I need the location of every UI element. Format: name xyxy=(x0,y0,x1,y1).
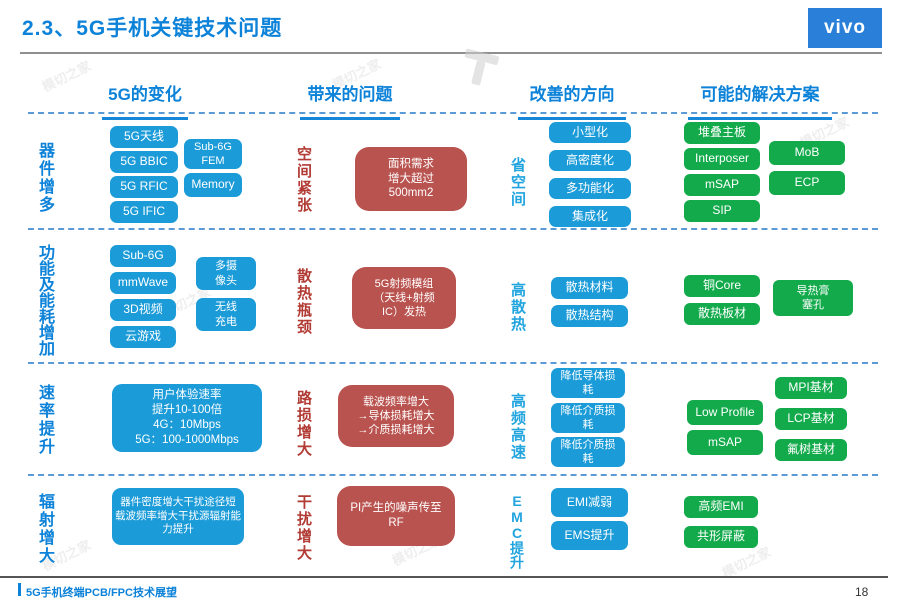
column-header-problems: 带来的问题 xyxy=(307,85,393,104)
change-box: 5G RFIC xyxy=(110,176,178,198)
change-box: mmWave xyxy=(110,272,176,294)
row-label-devices: 器件增多 xyxy=(36,142,53,214)
column-header-solutions: 可能的解决方案 xyxy=(700,85,820,104)
change-box: Sub-6G FEM xyxy=(184,139,242,169)
page-title: 2.3、5G手机关键技术问题 xyxy=(22,17,283,40)
direction-box: EMS提升 xyxy=(551,521,628,550)
solution-box: ECP xyxy=(769,171,845,195)
direction-label: EMC提升 xyxy=(509,493,525,569)
row-label-speed: 速率提升 xyxy=(36,384,53,456)
solution-box: Interposer xyxy=(684,148,760,170)
problem-label: 散热瓶颈 xyxy=(295,268,312,336)
direction-box: 降低介质损 耗 xyxy=(551,403,625,433)
change-box: 5G IFIC xyxy=(110,201,178,223)
row-separator xyxy=(28,362,878,364)
problem-label: 空间紧张 xyxy=(295,146,312,214)
change-box: 3D视频 xyxy=(110,299,176,321)
direction-box: 多功能化 xyxy=(549,178,631,199)
change-box: Memory xyxy=(184,173,242,197)
header-underline xyxy=(688,117,832,120)
change-box: 用户体验速率 提升10-100倍 4G：10Mbps 5G：100-1000Mb… xyxy=(112,384,262,452)
change-box: 无线 充电 xyxy=(196,298,256,331)
solution-box: 铜Core xyxy=(684,275,760,297)
title-divider xyxy=(20,52,882,54)
header-underline xyxy=(518,117,626,120)
solution-box: 散热板材 xyxy=(684,303,760,325)
solution-box: 高频EMI xyxy=(684,496,758,518)
direction-box: EMI减弱 xyxy=(551,488,628,517)
solution-box: Low Profile xyxy=(687,400,763,425)
header-underline xyxy=(102,117,188,120)
direction-label: 省空间 xyxy=(509,156,526,208)
row-label-functions: 功能及能耗增加 xyxy=(36,244,53,356)
row-separator xyxy=(28,228,878,230)
direction-box: 散热结构 xyxy=(551,305,628,327)
solution-box: 堆叠主板 xyxy=(684,122,760,144)
column-header-changes: 5G的变化 xyxy=(108,85,182,104)
direction-box: 降低介质损 耗 xyxy=(551,437,625,467)
change-box: 多摄 像头 xyxy=(196,257,256,290)
header-underline xyxy=(300,117,400,120)
footer-title: 5G手机终端PCB/FPC技术展望 xyxy=(26,587,177,599)
row-separator xyxy=(28,474,878,476)
direction-box: 降低导体损 耗 xyxy=(551,368,625,398)
direction-box: 小型化 xyxy=(549,122,631,143)
row-label-radiation: 辐射增大 xyxy=(36,493,53,565)
solution-box: mSAP xyxy=(684,174,760,196)
direction-box: 高密度化 xyxy=(549,150,631,171)
direction-label: 高频高速 xyxy=(509,393,526,461)
change-box: 云游戏 xyxy=(110,326,176,348)
watermark-logo xyxy=(459,48,500,88)
problem-box: 载波频率增大 →导体损耗增大 →介质损耗增大 xyxy=(338,385,454,447)
column-header-directions: 改善的方向 xyxy=(529,85,615,104)
problem-box: 5G射频模组 （天线+射频 IC）发热 xyxy=(352,267,456,329)
problem-label: 路损增大 xyxy=(295,390,312,458)
solution-box: 导热膏 塞孔 xyxy=(773,280,853,316)
problem-box: 面积需求 增大超过 500mm2 xyxy=(355,147,467,211)
change-box: 5G天线 xyxy=(110,126,178,148)
solution-box: MoB xyxy=(769,141,845,165)
footer-divider xyxy=(0,576,888,578)
solution-box: LCP基材 xyxy=(775,408,847,430)
problem-label: 干扰增大 xyxy=(295,494,312,562)
solution-box: MPI基材 xyxy=(775,377,847,399)
change-box: 5G BBIC xyxy=(110,151,178,173)
change-box: Sub-6G xyxy=(110,245,176,267)
direction-box: 集成化 xyxy=(549,206,631,227)
solution-box: SIP xyxy=(684,200,760,222)
direction-box: 散热材料 xyxy=(551,277,628,299)
solution-box: 氟树基材 xyxy=(775,439,847,461)
solution-box: mSAP xyxy=(687,430,763,455)
footer-accent-bar xyxy=(18,583,21,596)
change-box: 器件密度增大干扰途径短 载波频率增大干扰源辐射能力提升 xyxy=(112,488,244,545)
page-number: 18 xyxy=(855,585,869,599)
problem-box: PI产生的噪声传至 RF xyxy=(337,486,455,546)
vivo-logo: vivo xyxy=(808,8,882,48)
direction-label: 高散热 xyxy=(509,281,526,333)
row-separator xyxy=(28,112,878,114)
solution-box: 共形屏蔽 xyxy=(684,526,758,548)
